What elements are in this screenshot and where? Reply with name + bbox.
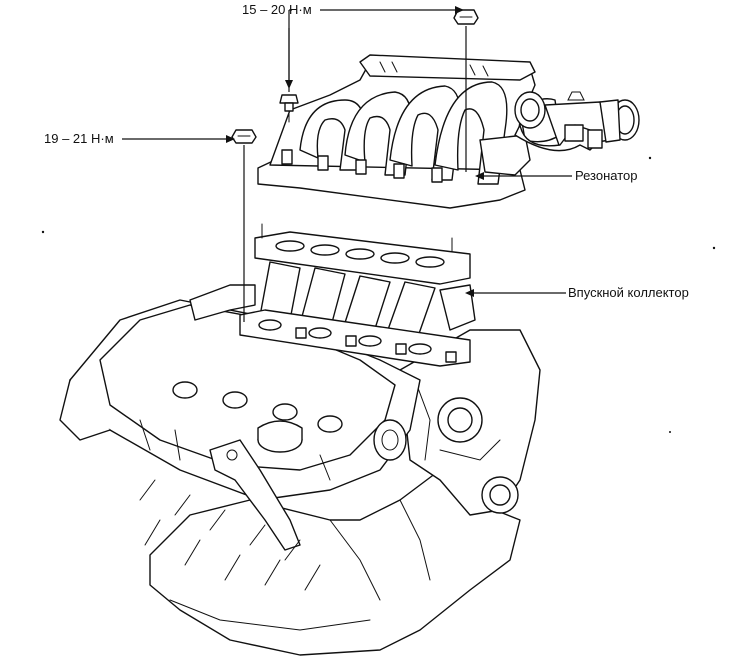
resonator-leader — [475, 172, 572, 180]
torque-top-leader — [285, 6, 464, 89]
intake-manifold — [189, 223, 476, 367]
resonator-label: Резонатор — [575, 168, 638, 183]
throttle-body — [514, 91, 640, 152]
nut-left — [231, 129, 257, 144]
torque-left-leader — [122, 135, 235, 143]
exhaust-studs — [139, 479, 321, 591]
torque-label-top: 15 – 20 Н·м — [242, 2, 312, 17]
intake-manifold-label: Впускной коллектор — [568, 285, 689, 300]
torque-label-left: 19 – 21 Н·м — [44, 131, 114, 146]
bolt-top-left — [279, 94, 299, 123]
intake-manifold-leader — [465, 289, 566, 297]
nut-top-right — [453, 9, 479, 25]
resonator — [257, 54, 536, 209]
